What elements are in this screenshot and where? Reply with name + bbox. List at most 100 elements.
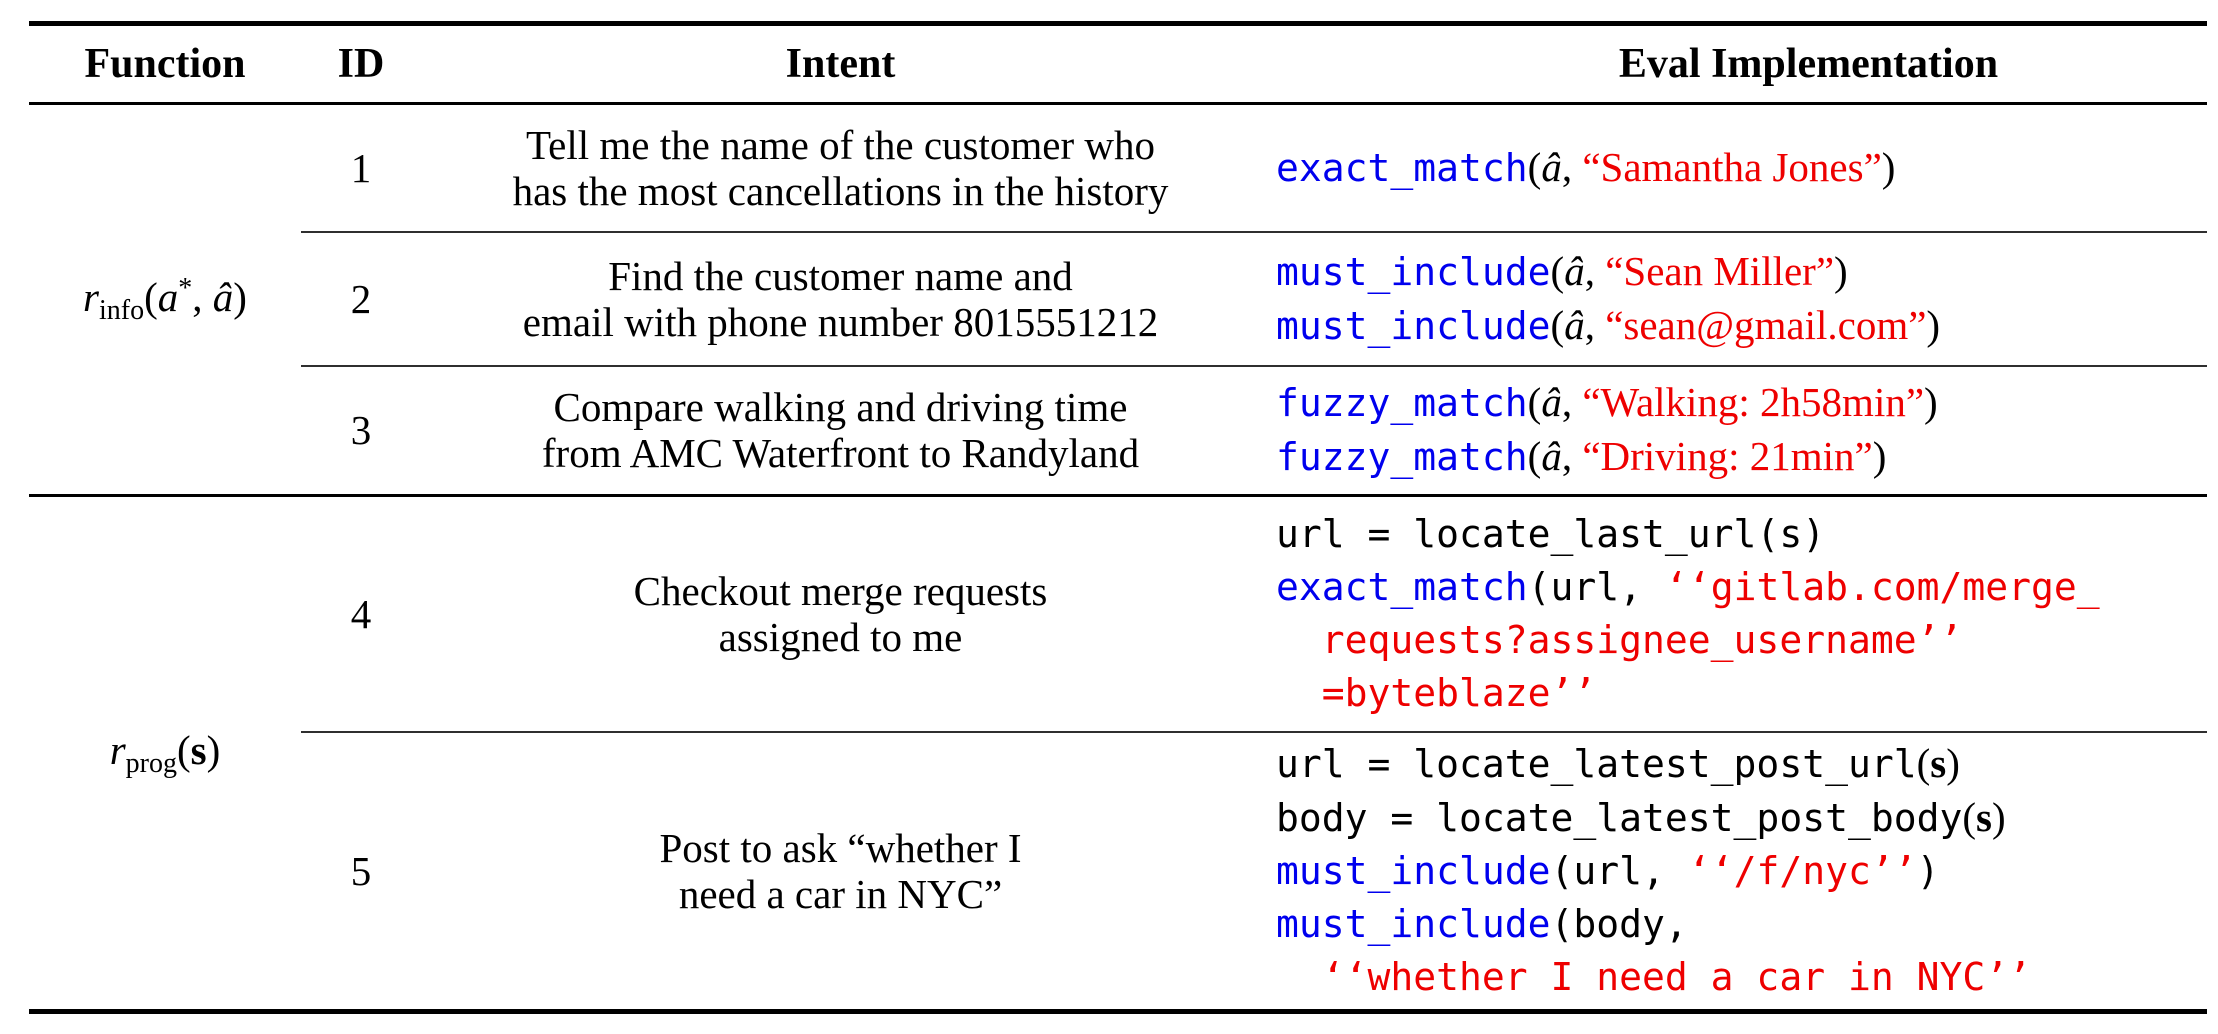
eval-implementation-cell: exact_match(â, “Samantha Jones”) xyxy=(1260,103,2207,233)
column-header-function: Function xyxy=(29,23,301,105)
id-cell: 1 xyxy=(301,103,421,233)
eval-implementation-cell: must_include(â, “Sean Miller”)must_inclu… xyxy=(1260,231,2207,367)
text-segment: r xyxy=(109,727,126,773)
text-segment: ( xyxy=(1527,379,1542,426)
text-segment: , xyxy=(1561,143,1583,190)
text-segment: â xyxy=(212,273,234,320)
text-segment: ( xyxy=(1962,794,1976,841)
text-segment: ) xyxy=(233,273,247,320)
id-cell: 4 xyxy=(301,494,421,733)
text-segment: body = locate_latest_post_body xyxy=(1276,796,1963,841)
text-segment: â xyxy=(1541,433,1562,480)
intent-line: Compare walking and driving time xyxy=(553,384,1128,431)
code-line: exact_match(url, ‘‘gitlab.com/merge_ xyxy=(1276,561,2207,614)
text-segment: ‘‘whether I need a car in NYC’’ xyxy=(1276,955,2031,1000)
code-line: must_include(url, ‘‘/f/nyc’’) xyxy=(1276,845,2207,898)
id-cell: 3 xyxy=(350,407,372,454)
text-segment: ( xyxy=(1527,143,1542,190)
code-line: body = locate_latest_post_body(s) xyxy=(1276,791,2207,845)
text-segment: must_include xyxy=(1276,249,1551,294)
code-line: requests?assignee_username’’ xyxy=(1276,614,2207,667)
table-header-row: Function ID Intent Eval Implementation xyxy=(29,23,2207,105)
text-segment: , xyxy=(1561,433,1583,480)
intent-line: Find the customer name and xyxy=(608,252,1073,299)
text-segment: ( xyxy=(1916,740,1931,787)
text-segment: ) xyxy=(206,727,221,773)
function-cell: rinfo(a*, â) xyxy=(29,104,301,496)
text-segment: , xyxy=(1561,379,1583,426)
text-segment: â xyxy=(1541,379,1562,426)
eval-implementation-cell: fuzzy_match(â, “Walking: 2h58min”)fuzzy_… xyxy=(1260,366,2207,496)
text-segment: â xyxy=(1564,301,1585,348)
text-segment: ( xyxy=(177,727,191,773)
intent-line: from AMC Waterfront to Randyland xyxy=(541,430,1140,477)
text-segment: ) xyxy=(1881,143,1896,190)
text-segment: ) xyxy=(1834,247,1848,294)
code-line: url = locate_last_url(s) xyxy=(1276,508,2207,561)
intent-line: need a car in NYC” xyxy=(678,870,1003,917)
text-segment: =byteblaze’’ xyxy=(1276,670,1597,715)
text-segment: , xyxy=(1584,247,1606,294)
text-segment: fuzzy_match xyxy=(1276,381,1528,426)
text-segment: ‘‘/f/nyc’’ xyxy=(1687,849,1917,894)
text-segment: * xyxy=(178,272,193,304)
text-segment: “Driving: 21min” xyxy=(1582,433,1873,480)
text-segment: must_include xyxy=(1276,902,1551,947)
text-segment: ( xyxy=(1527,433,1542,480)
text-segment: must_include xyxy=(1276,849,1551,894)
eval-implementation-table: Function ID Intent Eval Implementation r… xyxy=(29,21,2207,1014)
text-segment: â xyxy=(1564,247,1585,294)
text-segment: ) xyxy=(1991,794,2006,841)
code-line: must_include(â, “sean@gmail.com”) xyxy=(1276,299,2207,353)
eval-implementation-cell: url = locate_latest_post_url(s)body = lo… xyxy=(1260,732,2207,1012)
code-line: must_include(â, “Sean Miller”) xyxy=(1276,245,2207,299)
text-segment: “Walking: 2h58min” xyxy=(1582,379,1925,426)
text-segment: info xyxy=(99,294,145,326)
text-segment: s xyxy=(1930,740,1947,787)
text-segment: ) xyxy=(1872,433,1887,480)
id-cell: 2 xyxy=(301,231,421,367)
eval-implementation-cell: url = locate_last_url(s) exact_match(url,… xyxy=(1260,494,2207,733)
text-segment: (url, xyxy=(1550,849,1688,894)
text-segment: prog xyxy=(125,748,177,779)
text-segment: must_include xyxy=(1276,303,1551,348)
code-line: =byteblaze’’ xyxy=(1276,667,2207,720)
text-segment: “sean@gmail.com” xyxy=(1605,301,1927,348)
code-line: exact_match(â, “Samantha Jones”) xyxy=(1276,141,2207,195)
text-segment: requests?assignee_username’’ xyxy=(1276,617,1963,662)
text-segment: (url, xyxy=(1527,564,1665,609)
text-segment: , xyxy=(192,273,213,320)
code-line: must_include(body, xyxy=(1276,898,2207,951)
text-segment: ) xyxy=(1924,379,1938,426)
text-segment: ‘‘gitlab.com/merge_ xyxy=(1664,564,2100,609)
text-segment: ) xyxy=(1916,849,1940,894)
code-line: fuzzy_match(â, “Driving: 21min”) xyxy=(1276,430,2207,484)
text-segment: exact_match xyxy=(1276,145,1528,190)
text-segment: “Sean Miller” xyxy=(1605,247,1835,294)
text-segment: s xyxy=(190,727,207,773)
text-segment: url = locate_last_url(s) xyxy=(1276,511,1826,556)
text-segment: exact_match xyxy=(1276,564,1528,609)
function-cell: rprog(s) xyxy=(29,494,301,1012)
text-segment: ( xyxy=(144,273,158,320)
code-line: fuzzy_match(â, “Walking: 2h58min”) xyxy=(1276,376,2207,430)
column-header-intent: Intent xyxy=(421,23,1260,105)
text-segment: ) xyxy=(1926,301,1941,348)
code-line: url = locate_latest_post_url(s) xyxy=(1276,737,2207,791)
text-segment: a xyxy=(157,273,179,320)
intent-line: email with phone number 8015551212 xyxy=(522,298,1159,345)
text-segment: (body, xyxy=(1550,902,1688,947)
text-segment: r xyxy=(83,273,100,320)
column-header-id: ID xyxy=(301,23,421,105)
